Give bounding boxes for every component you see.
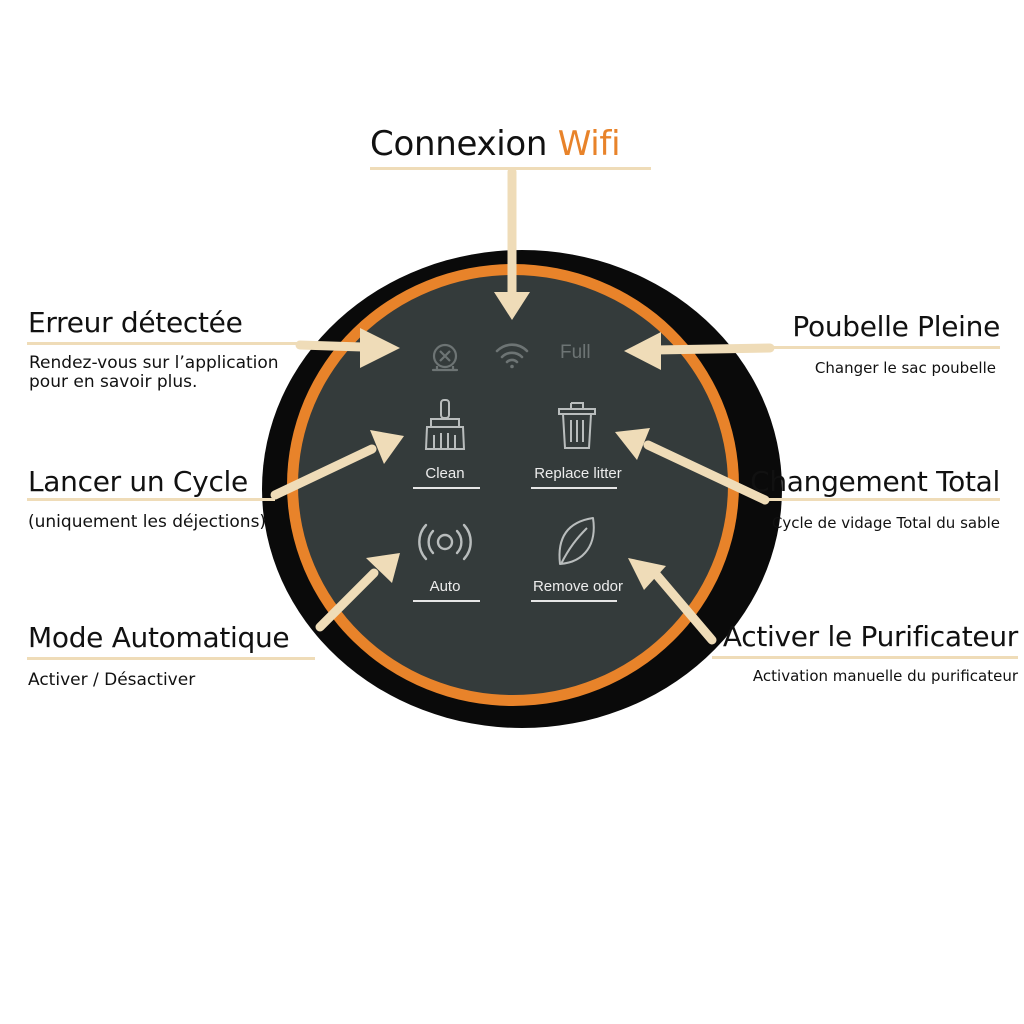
broom-icon[interactable] xyxy=(421,397,469,453)
full-callout-title: Poubelle Pleine xyxy=(792,310,1000,343)
replace-title-underline xyxy=(766,498,1000,501)
auto-callout-title: Mode Automatique xyxy=(28,621,290,654)
auto-button-underline xyxy=(413,600,480,602)
full-callout-sub: Changer le sac poubelle xyxy=(814,359,996,377)
wifi-callout-title: Connexion Wifi xyxy=(370,124,621,164)
leaf-icon[interactable] xyxy=(553,514,601,570)
replace-litter-button-label[interactable]: Replace litter xyxy=(534,465,622,482)
clean-title-underline xyxy=(27,498,275,501)
error-callout-title: Erreur détectée xyxy=(28,306,243,339)
auto-button-label[interactable]: Auto xyxy=(429,578,461,595)
wifi-title-underline xyxy=(370,167,651,170)
clean-button-label[interactable]: Clean xyxy=(425,465,465,482)
replace-callout-sub: Cycle de vidage Total du sable xyxy=(771,514,1000,532)
control-panel xyxy=(298,275,728,695)
purifier-title-underline xyxy=(712,656,1018,659)
wifi-icon xyxy=(494,340,530,370)
signal-waves-icon[interactable] xyxy=(416,517,474,567)
auto-title-underline xyxy=(27,657,315,660)
trash-can-icon[interactable] xyxy=(555,398,599,452)
purifier-callout-title: Activer le Purificateur xyxy=(722,620,1018,653)
purifier-callout-sub: Activation manuelle du purificateur xyxy=(752,667,1018,685)
remove-odor-button-label[interactable]: Remove odor xyxy=(532,578,624,595)
clean-callout-title: Lancer un Cycle xyxy=(28,465,248,498)
replace-button-underline xyxy=(531,487,617,489)
clean-button-underline xyxy=(413,487,480,489)
robot-error-icon xyxy=(428,341,462,375)
full-indicator-label: Full xyxy=(560,342,591,363)
error-title-underline xyxy=(27,342,300,345)
auto-callout-sub: Activer / Désactiver xyxy=(28,670,196,690)
full-title-underline xyxy=(772,346,1000,349)
clean-callout-sub: (uniquement les déjections) xyxy=(28,512,267,532)
remove-odor-button-underline xyxy=(531,600,617,602)
replace-callout-title: Changement Total xyxy=(750,465,1000,498)
